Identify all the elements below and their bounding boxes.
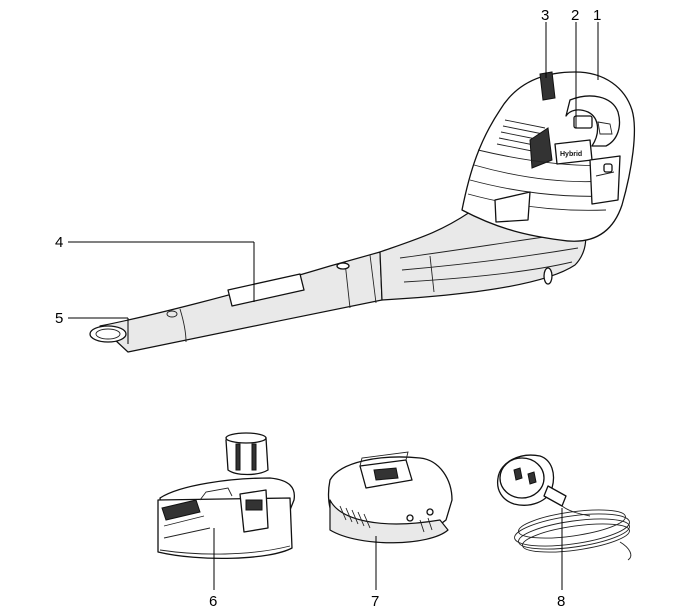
nozzle-tip: [89, 325, 127, 343]
callout-numbers: 1 2 3 4 5 6 7 8: [55, 7, 601, 610]
callout-2: 2: [571, 7, 579, 24]
callout-8: 8: [557, 593, 565, 610]
adapter-cord: [514, 505, 632, 561]
hybrid-logo: Hybrid: [554, 139, 593, 165]
power-adapter-icon: [496, 454, 632, 561]
callout-3: 3: [541, 7, 549, 24]
callout-6: 6: [209, 593, 217, 610]
callout-4: 4: [55, 234, 63, 251]
callout-1: 1: [593, 7, 601, 24]
speed-selector: [539, 71, 556, 101]
handle: [565, 95, 621, 147]
leader-lines: [68, 22, 599, 590]
charge-led-red: [406, 514, 414, 522]
battery-charger-icon: [327, 451, 453, 544]
callout-5: 5: [55, 310, 63, 327]
charger-vents: [339, 505, 433, 533]
blower-icon: Hybrid: [89, 71, 636, 353]
callout-7: 7: [371, 593, 379, 610]
battery-pack-icon: [157, 432, 296, 560]
power-switch: [573, 115, 593, 129]
logo-text: Hybrid: [560, 151, 582, 158]
charge-led-green: [426, 508, 434, 516]
